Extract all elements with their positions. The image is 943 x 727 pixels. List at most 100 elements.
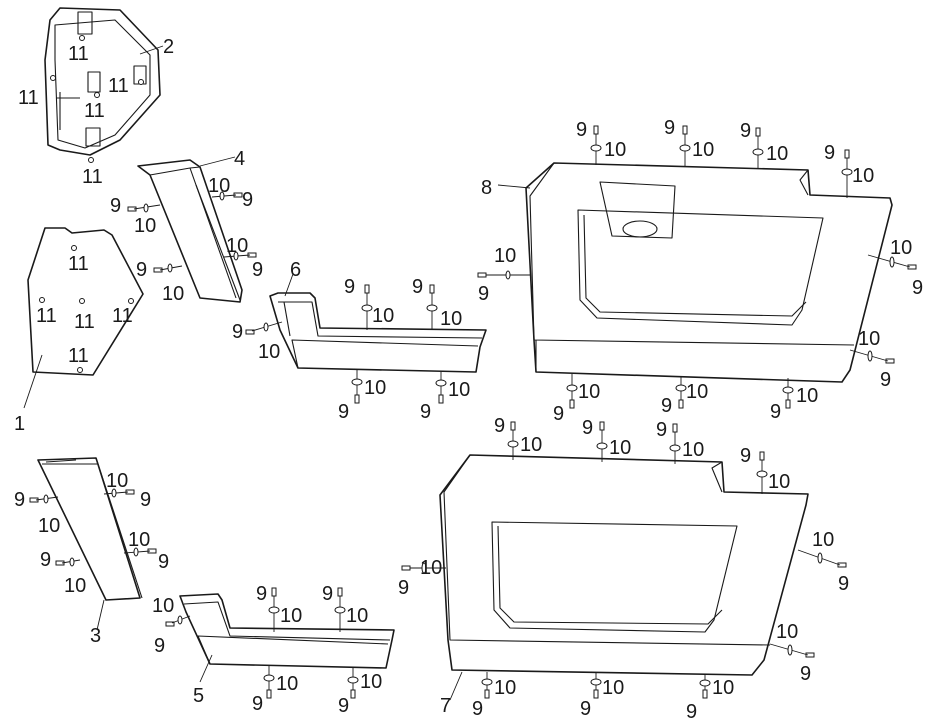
callout-washer: 10 [768,471,790,493]
callout-bolt: 9 [140,489,151,511]
callout-washer: 10 [494,677,516,699]
callout-part-1: 1 [14,413,25,435]
callout-part-4: 4 [234,148,245,170]
bolt-icon [769,643,815,658]
callout-washer: 10 [208,175,230,197]
callout-washer: 10 [776,621,798,643]
callout-bolt: 9 [576,119,587,141]
bolt-icon [351,370,363,404]
callout-washer: 10 [602,677,624,699]
callout-washer: 10 [578,381,600,403]
callout-insert: 11 [112,305,133,327]
callout-bolt: 9 [580,698,591,720]
callout-bolt: 9 [472,698,483,720]
callout-washer: 10 [152,595,174,617]
callout-bolt: 9 [582,417,593,439]
bolt-icon [590,125,602,165]
fasteners [29,125,917,699]
bolt-icon [263,666,275,699]
callout-bolt: 9 [154,635,165,657]
bolt-icon [103,488,135,498]
callout-insert: 11 [68,345,89,367]
bolt-icon [435,372,447,404]
bolt-icon [245,321,283,335]
callout-bolt: 9 [824,142,835,164]
callout-bolt: 9 [494,415,505,437]
callout-part-3: 3 [90,625,101,647]
callout-insert: 11 [74,311,95,333]
callout-bolt: 9 [420,401,431,423]
callout-bolt: 9 [338,695,349,717]
callout-bolt: 9 [110,195,121,217]
callout-labels: 2 1 4 3 5 6 7 8 11 11 11 11 11 11 11 11 … [14,36,923,723]
bolt-icon [361,284,373,330]
callout-bolt: 9 [478,283,489,305]
callout-washer: 10 [360,671,382,693]
callout-insert: 11 [68,253,89,275]
bolt-icon [477,270,530,280]
callout-bolt: 9 [40,549,51,571]
callout-washer: 10 [128,529,150,551]
callout-bolt: 9 [322,583,333,605]
callout-washer: 10 [276,673,298,695]
callout-washer: 10 [682,439,704,461]
part-7-side-panel [439,454,809,676]
callout-bolt: 9 [656,419,667,441]
callout-washer: 10 [712,677,734,699]
callout-bolt: 9 [838,573,849,595]
bolt-icon [841,149,853,198]
callout-bolt: 9 [661,395,672,417]
callout-insert: 11 [18,87,39,109]
bolt-icon [211,191,243,201]
callout-washer: 10 [346,605,368,627]
callout-bolt: 9 [770,401,781,423]
part-8-side-panel [525,162,893,383]
bolt-icon [481,672,493,699]
callout-washer: 10 [64,575,86,597]
callout-washer: 10 [796,385,818,407]
callout-insert: 11 [108,75,129,97]
callout-bolt: 9 [232,321,243,343]
callout-bolt: 9 [412,276,423,298]
bolt-icon [165,615,191,627]
callout-insert: 11 [84,100,105,122]
bolt-icon [797,549,847,568]
callout-bolt: 9 [252,259,263,281]
callout-washer: 10 [448,379,470,401]
bolt-icon [347,668,359,699]
bolt-icon [867,254,917,270]
bolt-icon [123,547,157,557]
callout-bolt: 9 [256,583,267,605]
bolt-icon [55,557,81,567]
callout-washer: 10 [766,143,788,165]
part-6-floor-tray [269,292,487,373]
callout-part-5: 5 [193,685,204,707]
callout-bolt: 9 [912,277,923,299]
bolt-icon [426,284,438,330]
callout-bolt: 9 [14,489,25,511]
part-4-side-rail [137,159,243,303]
callout-washer: 10 [38,515,60,537]
callout-bolt: 9 [136,259,147,281]
bolt-icon [268,587,280,632]
callout-washer: 10 [364,377,386,399]
bolt-icon [675,376,687,409]
callout-washer: 10 [852,165,874,187]
callout-leaders [23,45,531,701]
callout-part-6: 6 [290,259,301,281]
bolt-icon [29,494,59,504]
callout-washer: 10 [162,283,184,305]
callout-washer: 10 [226,235,248,257]
callout-part-8: 8 [481,177,492,199]
callout-washer: 10 [420,557,442,579]
callout-insert: 11 [68,43,89,65]
bolt-icon [590,672,602,699]
bolt-icon [699,674,711,699]
callout-washer: 10 [604,139,626,161]
part-1-side-plate [27,227,144,376]
bolt-icon [752,127,764,169]
callout-washer: 10 [258,341,280,363]
part-2-inner-panel [44,7,161,163]
callout-bolt: 9 [344,276,355,298]
